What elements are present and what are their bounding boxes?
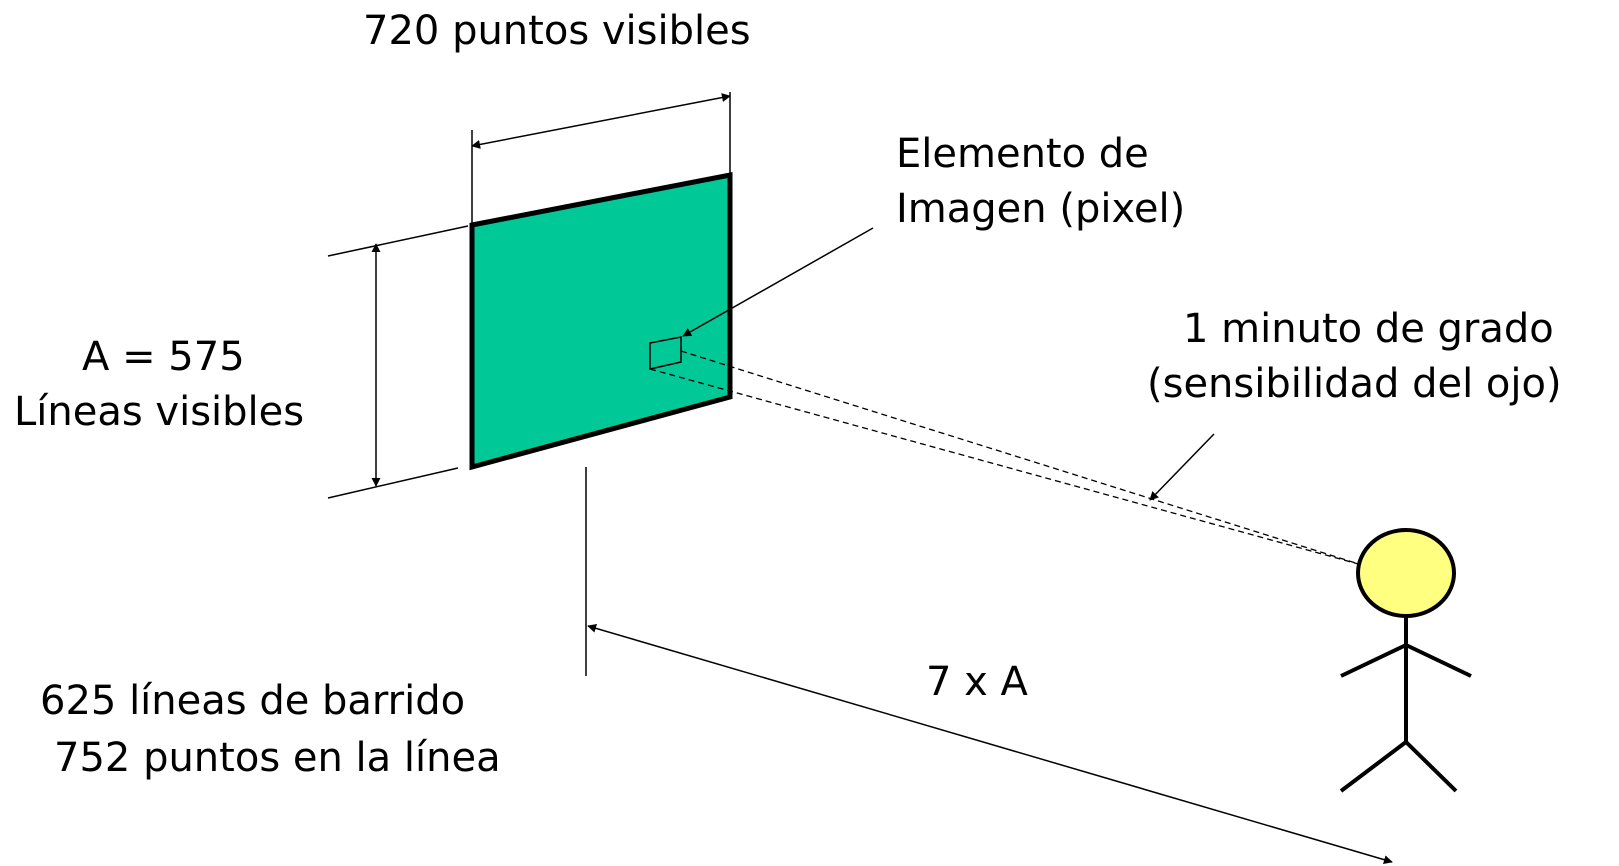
width-dimension-arrow	[471, 93, 731, 149]
angle-label-line2: (sensibilidad del ojo)	[1147, 361, 1562, 407]
screen-panel	[469, 171, 733, 471]
width-label: 720 puntos visibles	[363, 8, 751, 54]
observer-arm-left	[1340, 643, 1407, 678]
height-extension-top	[327, 225, 469, 257]
pixel-label-line1: Elemento de	[896, 131, 1149, 177]
angle-label-line1: 1 minuto de grado	[1183, 306, 1554, 352]
height-value-label: A = 575	[82, 334, 245, 380]
pixel-label-line2: Imagen (pixel)	[896, 186, 1185, 232]
observer-head	[1356, 528, 1456, 618]
distance-dimension-arrow	[587, 623, 1393, 865]
observer-leg-left	[1339, 740, 1408, 793]
scan-lines-label: 625 líneas de barrido	[40, 678, 465, 724]
distance-label: 7 x A	[926, 659, 1029, 705]
points-per-line-label: 752 puntos en la línea	[54, 735, 501, 781]
viewing-ray-top	[680, 350, 1363, 566]
pixel-leader-arrow	[682, 227, 874, 337]
observer-arm-right	[1405, 643, 1472, 678]
height-units-label: Líneas visibles	[14, 389, 304, 435]
observer-leg-right	[1404, 740, 1458, 793]
height-extension-bottom	[327, 467, 459, 499]
angle-leader-arrow	[1149, 433, 1215, 501]
pixel-element	[649, 336, 682, 370]
viewing-ray-bottom	[649, 368, 1363, 566]
